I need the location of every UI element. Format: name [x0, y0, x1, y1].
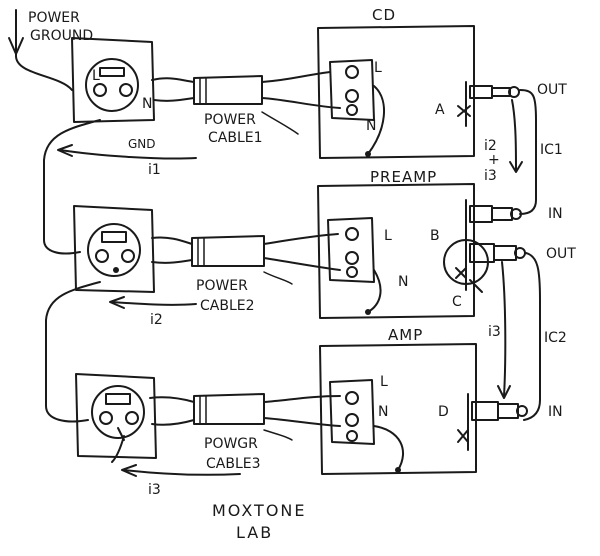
cd-l-label: L — [374, 60, 382, 76]
power-ground-label-2: GROUND — [30, 28, 93, 44]
power-cable-2-label-2: CABLE2 — [200, 298, 255, 314]
power-ground-label-1: POWER — [28, 10, 80, 26]
preamp-in-label: IN — [548, 206, 563, 222]
cd-title: CD — [372, 6, 396, 24]
cd-iec-inlet — [329, 59, 375, 121]
power-cable-1-label-2: CABLE1 — [208, 130, 263, 146]
point-c: C — [452, 294, 462, 310]
brand-line-2: LAB — [236, 523, 273, 542]
amp-iec-inlet — [329, 379, 375, 445]
current-plus: + — [488, 152, 500, 168]
ic1-label: IC1 — [540, 142, 563, 158]
ic2-cable — [497, 252, 541, 421]
amp-title: AMP — [388, 326, 423, 344]
current-i3-label: i3 — [148, 482, 161, 498]
power-cable-2-label-1: POWER — [196, 278, 248, 294]
power-cable-3 — [149, 393, 341, 441]
outlet-1-n-label: N — [142, 96, 152, 112]
current-i1: i1 — [148, 162, 161, 178]
current-i2: i2 — [484, 138, 497, 154]
point-b: B — [430, 228, 440, 244]
outlet-3-plate — [75, 373, 157, 459]
preamp-title: PREAMP — [370, 168, 437, 186]
preamp-jacks — [443, 199, 526, 293]
current-i3-amp: i3 — [488, 324, 501, 340]
outlet-1-l-label: L — [92, 68, 100, 84]
outlet-2-plate — [73, 205, 155, 293]
cd-out-jack — [457, 81, 520, 127]
outlet-3 — [75, 373, 157, 459]
preamp-box: PREAMP L N — [317, 168, 475, 319]
outlet-1: L N — [71, 37, 155, 123]
preamp-out-label: OUT — [546, 246, 576, 262]
amp-box: AMP L N — [319, 326, 477, 475]
preamp-n-label: N — [398, 274, 408, 290]
cd-out-label: OUT — [537, 82, 567, 98]
ic2-label: IC2 — [544, 330, 567, 346]
cd-n-label: N — [366, 118, 376, 134]
gnd-label: GND — [128, 137, 156, 151]
current-i2-label: i2 — [150, 312, 163, 328]
amp-n-label: N — [378, 404, 388, 420]
amp-in-label: IN — [548, 404, 563, 420]
outlet-1-ground-pin — [99, 67, 125, 77]
outlet-1-plate — [71, 37, 155, 123]
i2-arrow — [109, 296, 197, 309]
i3-arrow — [121, 464, 241, 477]
preamp-l-label: L — [384, 228, 392, 244]
outlet-3-socket — [91, 385, 145, 439]
amp-in-jack — [457, 393, 528, 451]
cd-box: CD L N — [317, 6, 475, 159]
power-cable-3-label-2: CABLE3 — [206, 456, 261, 472]
outlet-1-socket — [85, 58, 139, 112]
brand-line-1: MOXTONE — [212, 501, 307, 520]
power-cable-3-label-1: POWGR — [204, 436, 258, 452]
ic1-cable — [509, 89, 537, 215]
point-d: D — [438, 404, 449, 420]
power-cable-2 — [151, 233, 341, 285]
amp-l-label: L — [380, 374, 388, 390]
ground-chain — [43, 119, 125, 463]
preamp-iec-inlet — [327, 217, 375, 283]
current-i3: i3 — [484, 168, 497, 184]
ground-arrow — [8, 9, 73, 91]
i1-arrow — [57, 144, 197, 160]
outlet-2 — [73, 205, 155, 293]
point-a: A — [435, 102, 445, 118]
outlet-2-socket — [87, 223, 141, 277]
power-cable-1-label-1: POWER — [204, 112, 256, 128]
